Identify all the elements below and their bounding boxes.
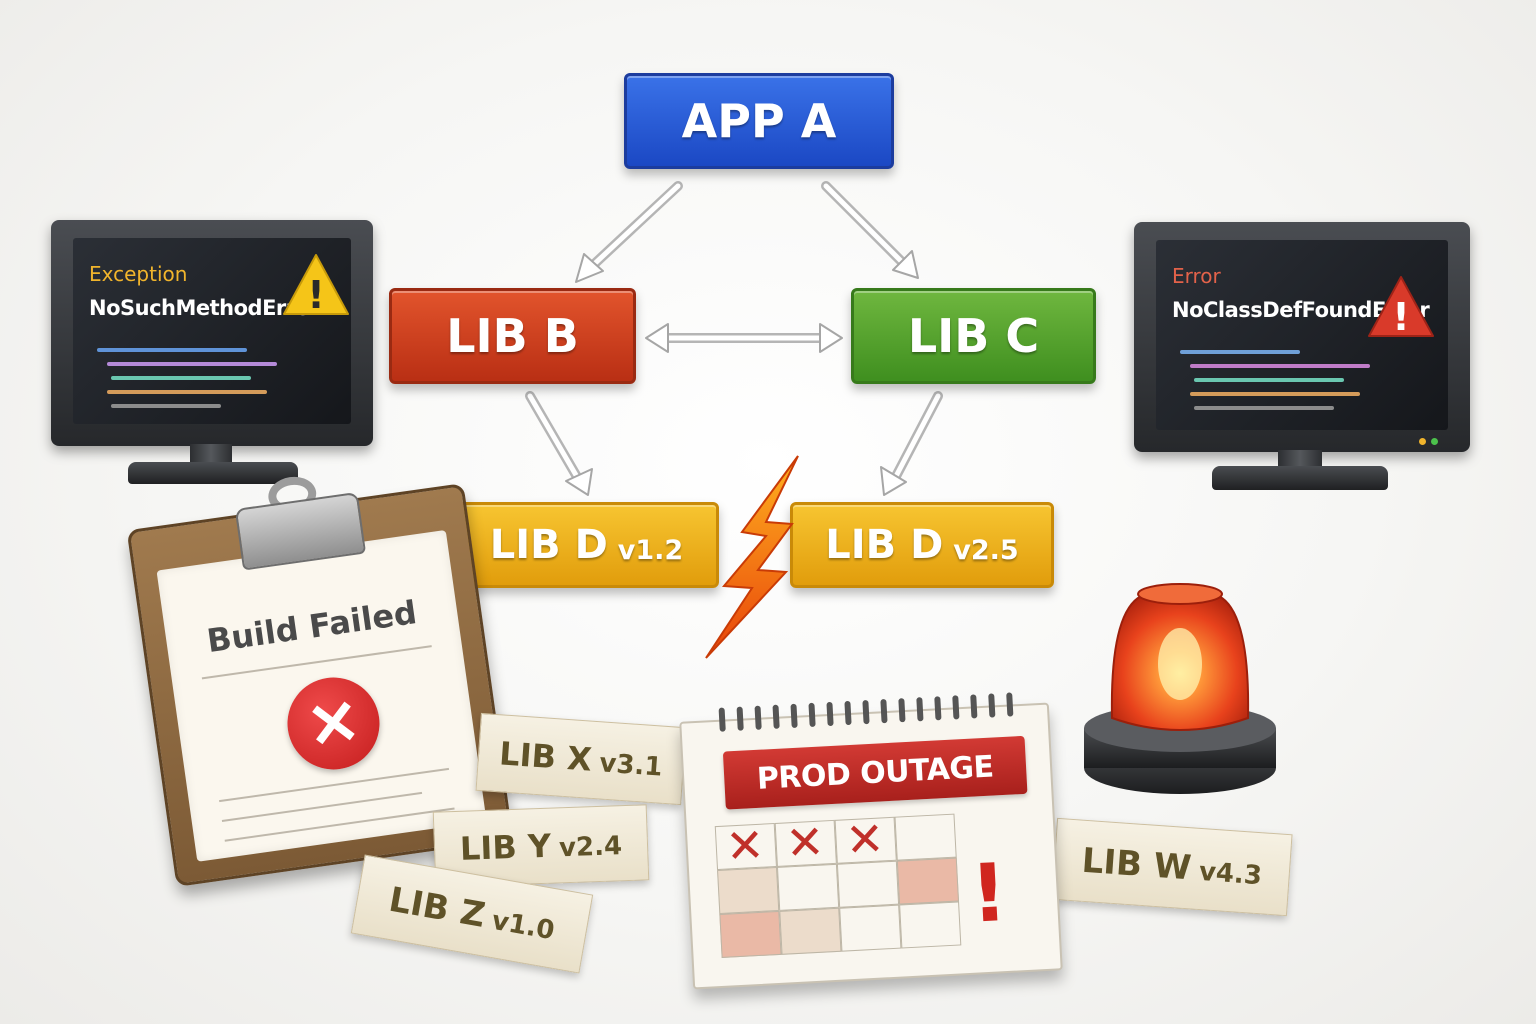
calendar-x-mark-2: ✕	[784, 814, 826, 871]
left-monitor: Exception NoSuchMethodError !	[51, 220, 373, 446]
lib-d-v2-version: v2.5	[953, 534, 1019, 566]
lib-b-node: LIB B	[389, 288, 636, 384]
lib-x-tag: LIB X v3.1	[475, 712, 687, 806]
siren-icon	[1084, 583, 1276, 794]
lightning-bolt-icon	[705, 455, 799, 659]
lib-x-name: LIB X	[498, 734, 594, 779]
right-warning-glyph: !	[1392, 295, 1409, 339]
lib-d-v1-version: v1.2	[617, 534, 684, 566]
left-monitor-screen: Exception NoSuchMethodError	[73, 238, 351, 424]
lib-d-v1-node: LIB D v1.2	[454, 502, 719, 588]
lib-c-node: LIB C	[851, 288, 1096, 384]
left-monitor-error: NoSuchMethodError	[89, 296, 320, 320]
build-failed-title: Build Failed	[204, 593, 420, 661]
app-a-node: APP A	[624, 73, 894, 169]
left-monitor-neck	[190, 444, 232, 466]
right-monitor-heading: Error	[1172, 264, 1221, 288]
lib-w-version: v4.3	[1197, 856, 1263, 892]
calendar-icon: PROD OUTAGE ✕ ✕ ✕ !	[679, 692, 1063, 990]
lib-d-v2-node: LIB D v2.5	[790, 502, 1054, 588]
lib-z-name: LIB Z	[385, 879, 489, 936]
lib-x-version: v3.1	[598, 748, 664, 783]
lib-c-label: LIB C	[907, 309, 1040, 363]
lib-y-version: v2.4	[558, 831, 623, 864]
right-monitor-base	[1212, 466, 1388, 490]
lib-z-version: v1.0	[489, 905, 557, 947]
lib-b-label: LIB B	[446, 309, 579, 363]
left-monitor-heading: Exception	[89, 262, 188, 286]
calendar-x-mark-1: ✕	[724, 817, 766, 874]
fail-x-icon: ✕	[281, 671, 386, 776]
right-monitor-neck	[1278, 450, 1322, 470]
left-warning-glyph: !	[307, 273, 324, 317]
power-led-green	[1431, 438, 1438, 445]
lib-w-tag: LIB W v4.3	[1051, 817, 1293, 917]
lib-d-v1-label: LIB D	[489, 522, 608, 568]
warning-triangle-icon: !	[283, 254, 349, 317]
lib-w-name: LIB W	[1080, 840, 1193, 889]
right-monitor: Error NoClassDefFoundError !	[1134, 222, 1470, 452]
lib-d-v2-label: LIB D	[825, 522, 944, 568]
power-led-amber	[1419, 438, 1426, 445]
calendar-alert-icon: !	[968, 846, 1010, 941]
left-monitor-base	[128, 462, 298, 484]
app-a-label: APP A	[681, 94, 837, 148]
calendar-x-mark-3: ✕	[844, 811, 886, 868]
error-triangle-icon: !	[1368, 276, 1434, 339]
lib-y-name: LIB Y	[459, 826, 552, 868]
